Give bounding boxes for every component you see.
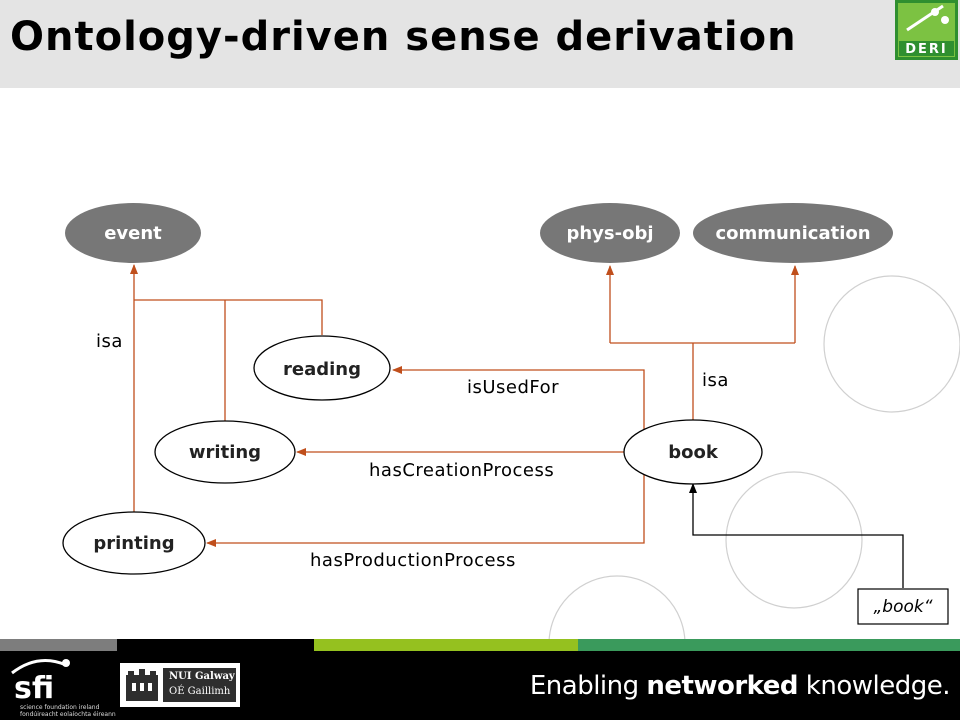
node-reading: reading xyxy=(253,335,391,401)
nui-wordmark: NUI Galway OÉ Gaillimh xyxy=(163,668,236,702)
node-book-label: book xyxy=(668,442,719,463)
node-phys-obj-label: phys-obj xyxy=(566,223,653,244)
word-link xyxy=(689,483,904,588)
sfi-text: sfi xyxy=(14,671,54,706)
sfi-subtitle-line-2: fondúireacht eolaíochta éireann xyxy=(20,711,116,718)
node-writing-label: writing xyxy=(189,442,261,463)
node-phys-obj: phys-obj xyxy=(540,203,680,263)
node-book: book xyxy=(623,419,763,485)
background-circle xyxy=(823,275,960,413)
deri-dot xyxy=(941,16,949,24)
background-circle xyxy=(725,471,863,609)
nui-galway-logo: NUI Galway OÉ Gaillimh xyxy=(120,663,240,707)
deri-logo: DERI xyxy=(895,0,958,60)
tagline: Enabling networked knowledge. xyxy=(529,671,951,701)
sfi-logo: sfi science foundation ireland fondúirea… xyxy=(8,651,116,720)
node-event-label: event xyxy=(104,223,162,244)
deri-dot xyxy=(931,8,939,16)
nui-line-1: NUI Galway xyxy=(169,671,235,682)
isa-edges-left xyxy=(130,264,323,512)
tagline-post: knowledge. xyxy=(798,671,951,701)
sfi-subtitle-line-1: science foundation ireland xyxy=(20,704,100,711)
tagline-pre: Enabling xyxy=(529,671,647,701)
background-circle xyxy=(548,575,686,640)
node-event: event xyxy=(65,203,201,263)
footer-strip-green xyxy=(578,639,960,651)
has-production-process-label: hasProductionProcess xyxy=(310,550,516,571)
node-reading-label: reading xyxy=(283,359,361,380)
isa-label-right: isa xyxy=(702,370,729,391)
is-used-for-label: isUsedFor xyxy=(467,377,559,398)
ontology-diagram: isa isa isUsedFor hasCreationProcess has… xyxy=(62,203,960,640)
tagline-bold: networked xyxy=(646,671,799,701)
sfi-mark-icon: sfi xyxy=(11,659,70,706)
nui-line-2: OÉ Gaillimh xyxy=(169,686,231,697)
node-printing-label: printing xyxy=(93,533,174,554)
node-printing: printing xyxy=(62,511,206,575)
node-communication: communication xyxy=(693,203,893,263)
word-box-label: „book“ xyxy=(873,597,932,617)
node-writing: writing xyxy=(154,420,296,484)
node-communication-label: communication xyxy=(715,223,870,244)
footer-strip-black xyxy=(117,639,314,651)
footer-strip-lime xyxy=(314,639,578,651)
isa-edges-right xyxy=(606,265,799,420)
relation-edges xyxy=(206,366,645,547)
has-creation-process-label: hasCreationProcess xyxy=(369,460,554,481)
slide-title: Ontology-driven sense derivation xyxy=(10,14,797,60)
castle-crest-icon xyxy=(126,669,158,701)
title-bar xyxy=(0,0,960,88)
footer-strip-grey xyxy=(0,639,117,651)
word-box: „book“ xyxy=(857,588,949,625)
deri-text: DERI xyxy=(905,42,948,57)
footer: sfi science foundation ireland fondúirea… xyxy=(0,651,960,720)
sfi-subtitle: science foundation ireland fondúireacht … xyxy=(20,704,116,718)
isa-label-left: isa xyxy=(96,331,123,352)
